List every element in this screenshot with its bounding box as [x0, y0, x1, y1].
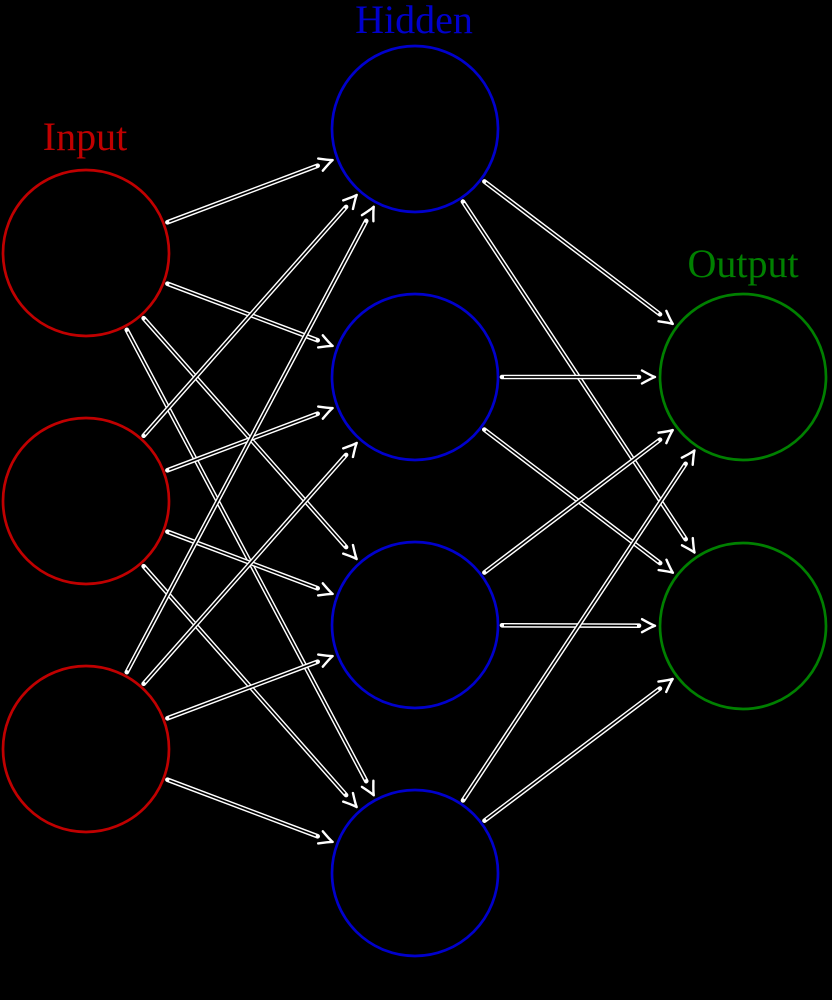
output-node-o1: [658, 292, 828, 462]
arrowhead-icon: [316, 653, 334, 668]
arrowhead-icon: [342, 441, 358, 459]
arrowhead-icon: [657, 309, 675, 326]
arrowhead-icon: [680, 536, 696, 554]
input-node-i3: [1, 664, 171, 834]
edge-h3-o1: [482, 428, 675, 575]
output-layer-label: Output: [687, 241, 798, 286]
edge-i1-h3: [141, 315, 358, 561]
output-node-o2: [658, 541, 828, 711]
arrowhead-icon: [657, 558, 675, 574]
edge-h4-o1: [460, 449, 696, 803]
edge-h2-o2: [481, 427, 675, 574]
edge-h4-o2: [482, 677, 674, 823]
arrowhead-icon: [316, 582, 334, 597]
arrowhead-icon: [342, 543, 358, 561]
arrowhead-icon: [316, 334, 334, 349]
edge-h1-o2: [460, 199, 696, 554]
edges-group: [124, 157, 696, 845]
edge-i3-h3: [165, 653, 334, 721]
hidden-layer: Hidden: [330, 0, 500, 958]
edge-i2-h4: [141, 563, 358, 809]
edge-i3-h2: [141, 441, 358, 687]
arrowhead-icon: [316, 157, 334, 172]
edge-i1-h1: [165, 157, 334, 225]
edge-h2-o1: [499, 369, 657, 385]
hidden-node-h4: [330, 788, 500, 958]
arrowhead-icon: [657, 677, 674, 694]
arrowhead-icon: [680, 449, 696, 467]
hidden-node-h1: [330, 44, 500, 214]
hidden-node-h2: [330, 292, 500, 462]
edge-i2-h2: [165, 405, 334, 473]
arrowhead-icon: [640, 617, 657, 634]
arrowhead-icon: [360, 205, 375, 223]
edge-i3-h4: [165, 777, 334, 845]
arrowhead-icon: [342, 193, 358, 211]
input-node-i2: [1, 416, 171, 586]
arrowhead-icon: [640, 369, 657, 385]
edge-i3-h1: [124, 205, 375, 675]
arrowhead-icon: [316, 405, 334, 420]
output-layer: Output: [658, 241, 828, 711]
hidden-node-h3: [330, 540, 500, 710]
input-layer-label: Input: [43, 114, 127, 159]
edge-h1-o1: [482, 179, 675, 326]
arrowhead-icon: [342, 791, 358, 809]
hidden-layer-label: Hidden: [355, 0, 473, 42]
edge-i2-h1: [141, 193, 358, 439]
input-node-i1: [1, 168, 171, 338]
input-layer: Input: [1, 114, 171, 834]
arrowhead-icon: [316, 830, 334, 845]
edge-i1-h2: [165, 281, 334, 349]
arrowhead-icon: [360, 779, 375, 797]
edge-h3-o2: [499, 617, 657, 634]
arrowhead-icon: [657, 428, 675, 445]
